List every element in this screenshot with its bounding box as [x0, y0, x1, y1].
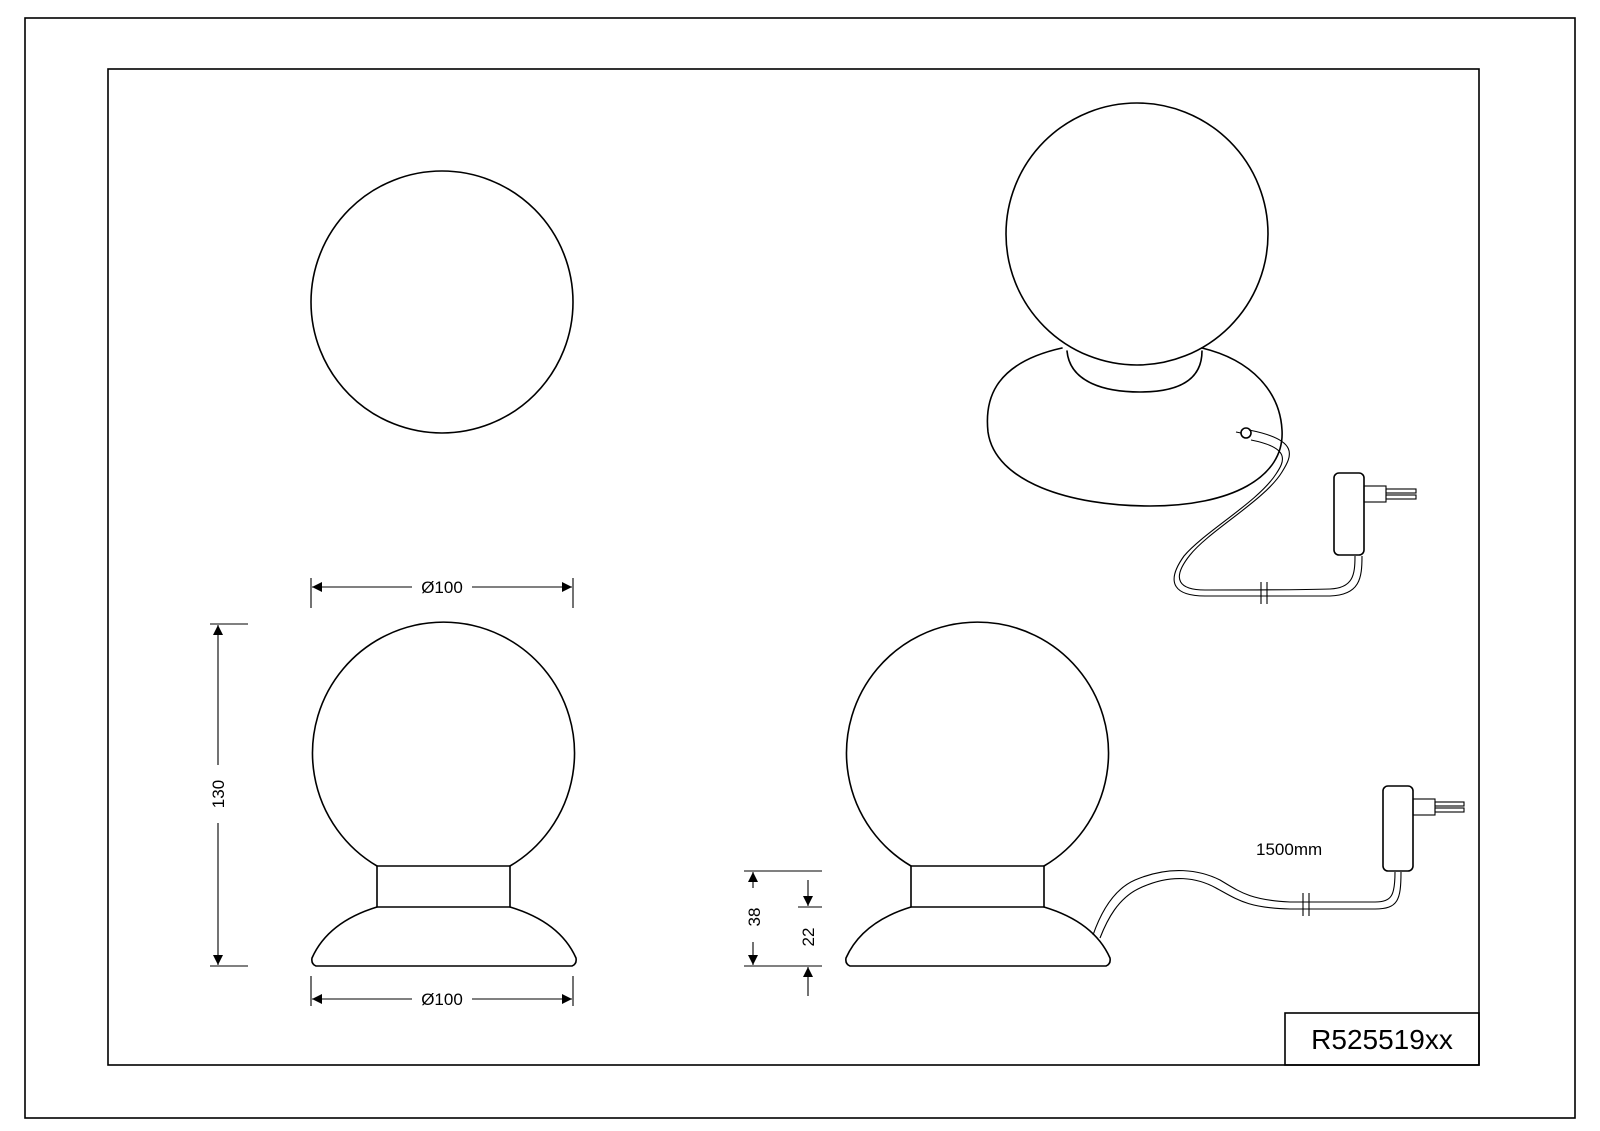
dim-base-height: 38: [745, 908, 764, 927]
side-view-lamp: 1500mm 38 22: [744, 621, 1465, 996]
top-view-globe: [310, 170, 574, 434]
perspective-cable: [1178, 429, 1356, 591]
side-globe: [845, 621, 1110, 867]
product-code: R525519xx: [1311, 1024, 1453, 1055]
perspective-base: [986, 347, 1283, 507]
dim-bottom-diameter: Ø100: [421, 990, 463, 1009]
power-adapter: [1333, 472, 1417, 556]
title-block: R525519xx: [1284, 1012, 1480, 1066]
side-collar: [910, 865, 1045, 908]
side-base: [845, 906, 1111, 967]
perspective-view-lamp: [986, 102, 1417, 604]
dim-top-diameter: Ø100: [421, 578, 463, 597]
front-view-lamp: Ø100 130 Ø100: [209, 578, 577, 1009]
perspective-globe: [1005, 102, 1269, 366]
side-cable: [1092, 870, 1396, 936]
side-cable-clip: [1302, 893, 1310, 916]
side-power-adapter: [1382, 785, 1465, 872]
front-globe: [311, 621, 576, 867]
perspective-collar: [1066, 350, 1203, 393]
dim-base-lower-height: 22: [799, 928, 818, 947]
front-base: [311, 906, 577, 967]
front-collar: [376, 865, 511, 908]
inner-frame: [107, 68, 1480, 1066]
dim-height: 130: [209, 780, 228, 808]
cable-socket: [1235, 427, 1252, 439]
dim-cable-length: 1500mm: [1256, 840, 1322, 859]
cable-clip: [1260, 582, 1268, 604]
outer-frame: [24, 17, 1576, 1119]
